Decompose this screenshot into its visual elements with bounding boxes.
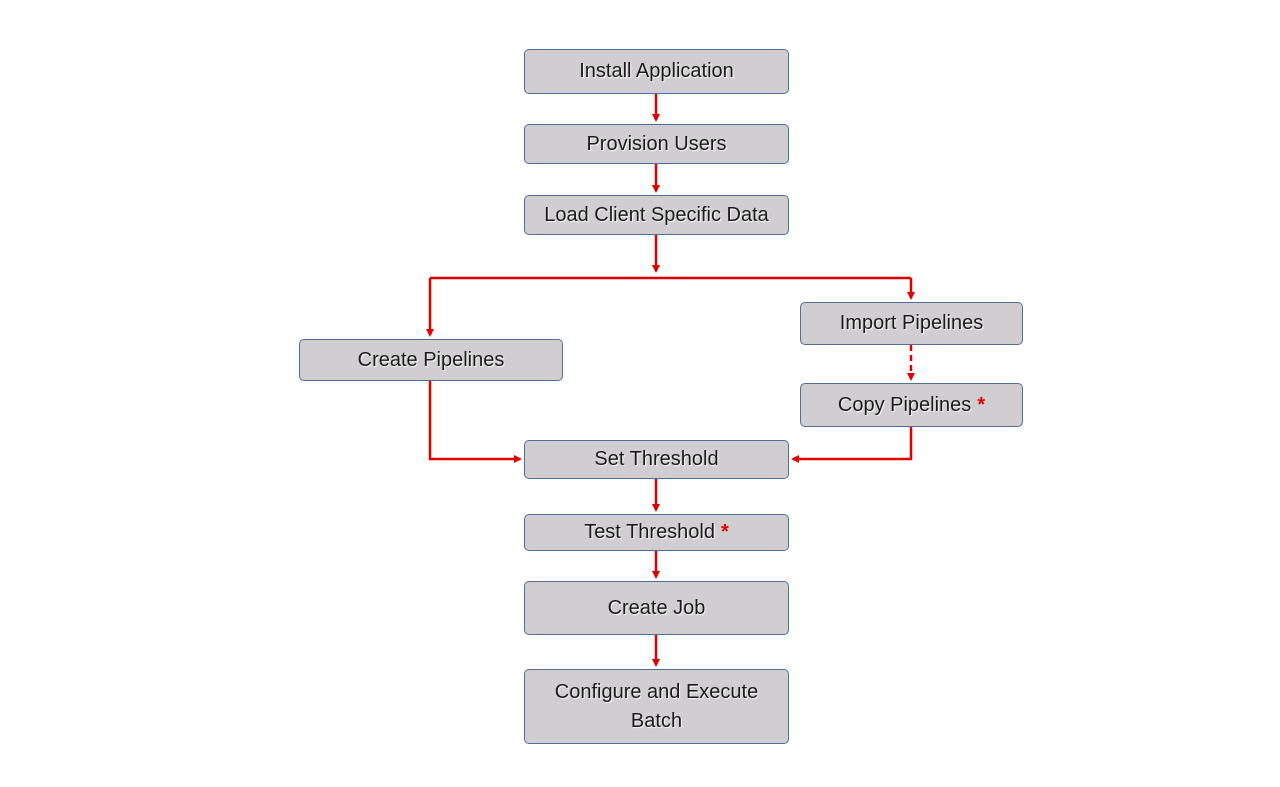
node-label: Test Threshold xyxy=(584,521,715,543)
asterisk-marker: * xyxy=(977,393,986,416)
node-label: Set Threshold xyxy=(594,448,719,470)
node-create-pipelines: Create Pipelines xyxy=(299,339,563,381)
node-label: Configure and Execute Batch xyxy=(554,680,759,732)
node-set-threshold: Set Threshold xyxy=(524,440,789,479)
arrow-create-pipelines-to-set-threshold xyxy=(428,381,522,463)
node-label: Install Application xyxy=(579,60,734,82)
node-copy-pipelines: Copy Pipelines * xyxy=(800,383,1023,427)
node-provision-users: Provision Users xyxy=(524,124,789,164)
node-load-client-specific-data: Load Client Specific Data xyxy=(524,195,789,235)
node-label: Create Job xyxy=(607,596,706,619)
node-label: Copy Pipelines xyxy=(837,393,972,416)
node-label: Import Pipelines xyxy=(839,312,984,334)
node-import-pipelines: Import Pipelines xyxy=(800,302,1023,345)
node-label: Provision Users xyxy=(586,132,727,155)
node-create-job: Create Job xyxy=(524,581,789,635)
asterisk-marker: * xyxy=(721,521,729,543)
node-test-threshold: Test Threshold * xyxy=(524,514,789,551)
arrow-copy-to-set-threshold xyxy=(791,427,913,463)
node-label: Create Pipelines xyxy=(357,348,505,371)
node-label: Load Client Specific Data xyxy=(544,203,769,226)
node-install-application: Install Application xyxy=(524,49,789,94)
node-configure-and-execute-batch: Configure and Execute Batch xyxy=(524,669,789,744)
